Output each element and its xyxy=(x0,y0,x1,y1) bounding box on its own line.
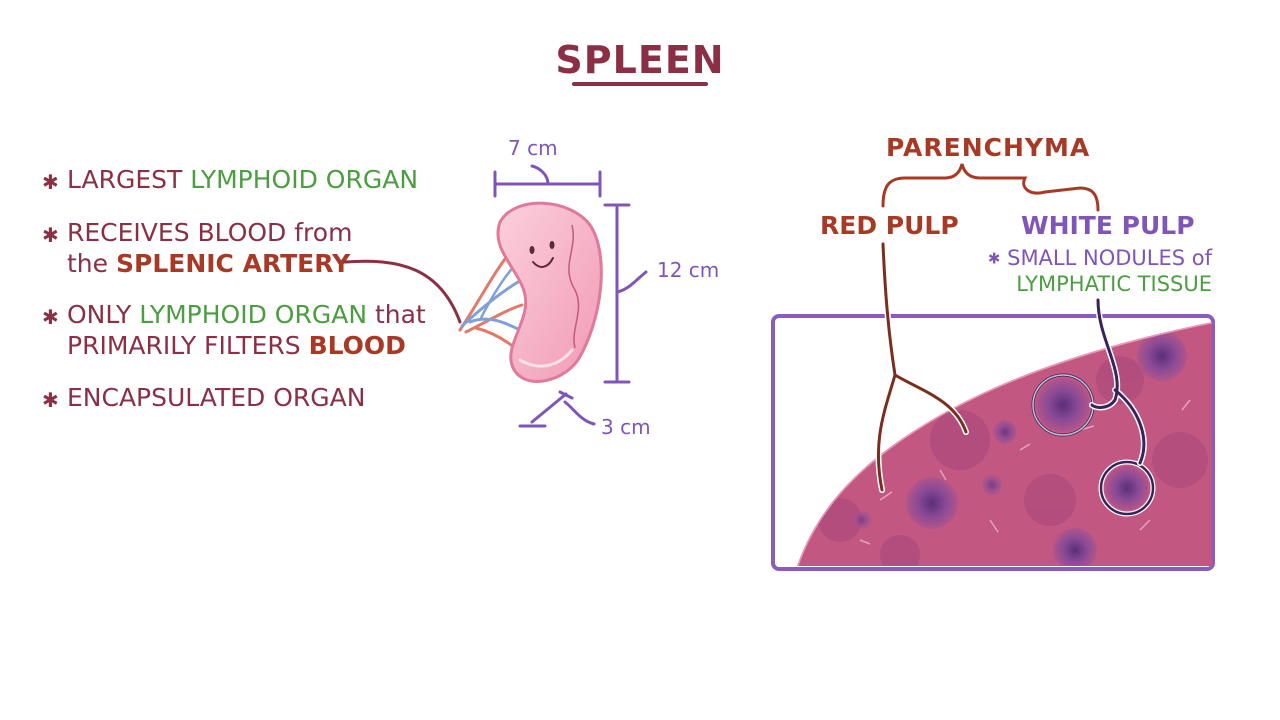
note-star: ✱ xyxy=(987,249,1001,268)
histology-micrograph xyxy=(771,314,1215,571)
bullet-segment: LARGEST xyxy=(67,165,191,194)
bullet-segment: from xyxy=(294,218,353,247)
bullet-star-icon: ✱ xyxy=(42,305,59,329)
bullet-segment: ONLY xyxy=(67,300,140,329)
note-line-2: LYMPHATIC TISSUE xyxy=(1016,271,1212,296)
bullet-star-icon: ✱ xyxy=(42,388,59,412)
length-bracket xyxy=(603,203,648,384)
bullet-segment: PRIMARILY FILTERS xyxy=(67,331,309,360)
bullet-segment: LYMPHOID ORGAN xyxy=(190,165,419,194)
length-label: 12 cm xyxy=(657,258,720,282)
width-bracket xyxy=(493,164,602,198)
splenic-artery-pointer xyxy=(343,259,462,324)
title-underline xyxy=(572,82,708,86)
bullet-3-line1: ONLY LYMPHOID ORGAN that xyxy=(67,300,426,330)
red-pulp-pointers xyxy=(875,241,969,493)
width-label: 7 cm xyxy=(508,136,558,160)
page-title: SPLEEN xyxy=(555,38,725,82)
depth-bracket xyxy=(518,390,596,428)
note-line-1: SMALL NODULES of xyxy=(1007,246,1212,270)
bullet-2-line1: RECEIVES BLOOD from xyxy=(67,218,352,248)
parenchyma-brace xyxy=(881,163,1100,212)
white-pulp-pointers xyxy=(1089,297,1147,466)
bullet-2-line2: the SPLENIC ARTERY xyxy=(67,249,350,279)
bullet-star-icon: ✱ xyxy=(42,170,59,194)
bullet-star-icon: ✱ xyxy=(42,223,59,247)
parenchyma-label: PARENCHYMA xyxy=(886,133,1091,162)
bullet-segment: the xyxy=(67,249,116,278)
bullet-segment: SPLENIC ARTERY xyxy=(115,249,351,278)
bullet-segment: BLOOD xyxy=(308,331,406,360)
bullet-1-line1: LARGEST LYMPHOID ORGAN xyxy=(67,165,418,195)
red-pulp-label: RED PULP xyxy=(820,211,959,240)
bullet-4-line1: ENCAPSULATED ORGAN xyxy=(67,383,365,413)
spleen-cartoon-icon xyxy=(496,201,603,383)
white-pulp-note: ✱ SMALL NODULES of LYMPHATIC TISSUE xyxy=(980,246,1212,297)
bullet-segment: ENCAPSULATED ORGAN xyxy=(67,383,366,412)
depth-label: 3 cm xyxy=(601,415,651,439)
bullet-segment: that xyxy=(367,300,426,329)
bullet-3-line2: PRIMARILY FILTERS BLOOD xyxy=(67,331,406,361)
bullet-segment: LYMPHOID ORGAN xyxy=(139,300,368,329)
bullet-segment: RECEIVES BLOOD xyxy=(67,218,295,247)
white-pulp-label: WHITE PULP xyxy=(1021,211,1195,240)
